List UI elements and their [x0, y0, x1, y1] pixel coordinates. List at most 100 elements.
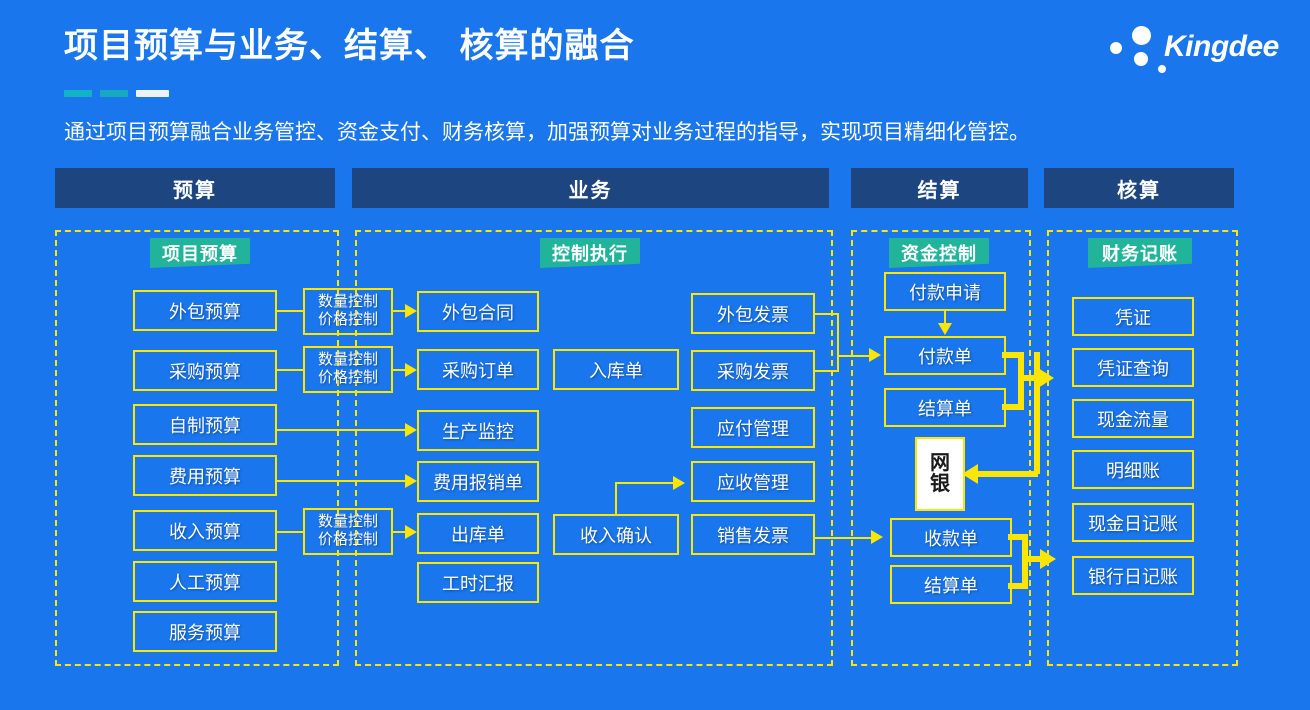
- connector-budget2-ctrl2: [277, 369, 303, 371]
- badge-control-execution: 控制执行: [540, 238, 640, 268]
- node-cash-flow[interactable]: 现金流量: [1072, 399, 1194, 438]
- online-banking-line1: 网: [930, 452, 950, 474]
- node-expense-reimbursement[interactable]: 费用报销单: [417, 461, 539, 502]
- badge-financial-bookkeeping: 财务记账: [1088, 238, 1192, 268]
- arrow-to-accounting-bottom-icon: [1040, 549, 1056, 569]
- bus-right-vertical-top: [1018, 352, 1024, 410]
- connector-bracket-to-payment: [837, 355, 871, 357]
- badge-project-budget: 项目预算: [150, 238, 250, 268]
- badge-fund-control: 资金控制: [889, 238, 989, 268]
- node-sales-invoice[interactable]: 销售发票: [691, 514, 815, 555]
- node-income-budget[interactable]: 收入预算: [133, 510, 277, 551]
- node-production-monitoring[interactable]: 生产监控: [417, 410, 539, 451]
- node-outbound-order[interactable]: 出库单: [417, 513, 539, 554]
- connector-budget1-ctrl1: [277, 310, 303, 312]
- node-detail-ledger[interactable]: 明细账: [1072, 450, 1194, 489]
- node-online-banking[interactable]: 网 银: [915, 437, 965, 511]
- bus-to-accounting-top: [1018, 375, 1040, 381]
- bus-bank-feed: [978, 471, 1038, 477]
- logo-dot-mid-icon: [1134, 52, 1148, 66]
- dash-3: [136, 90, 169, 97]
- bus-settlement-top-out: [1002, 404, 1024, 410]
- control-box-1[interactable]: 数量控制 价格控制: [303, 288, 393, 335]
- node-receipt-voucher[interactable]: 收款单: [890, 518, 1012, 557]
- node-payment-application[interactable]: 付款申请: [884, 272, 1006, 311]
- arrow-left-to-online-banking-icon: [962, 464, 978, 484]
- arrow-to-outbound-order-icon: [405, 525, 417, 539]
- node-self-made-budget[interactable]: 自制预算: [133, 404, 277, 445]
- node-payable-management[interactable]: 应付管理: [691, 407, 815, 448]
- arrow-to-purchase-order-icon: [405, 363, 417, 377]
- logo-wordmark: Kingdee: [1164, 30, 1279, 63]
- connector-budget4-expense: [277, 480, 409, 482]
- connector-budget3-production: [277, 429, 409, 431]
- zone-settlement: [851, 230, 1031, 666]
- node-purchase-order[interactable]: 采购订单: [417, 349, 539, 390]
- arrow-to-outsourcing-contract-icon: [405, 304, 417, 318]
- node-voucher-query[interactable]: 凭证查询: [1072, 348, 1194, 387]
- column-header-budget: 预算: [55, 168, 335, 208]
- node-expense-budget[interactable]: 费用预算: [133, 455, 277, 496]
- connector-revenue-up: [615, 482, 617, 514]
- bus-trunk-to-bank: [1034, 352, 1040, 474]
- arrow-down-to-payment-voucher-icon: [938, 323, 952, 335]
- control-box-1-line2: 价格控制: [317, 311, 378, 328]
- connector-ctrl3-outbound: [393, 531, 409, 533]
- arrow-to-accounting-top-icon: [1038, 368, 1054, 388]
- node-revenue-recognition[interactable]: 收入确认: [553, 514, 679, 555]
- zone-business: [355, 230, 833, 666]
- node-payment-voucher[interactable]: 付款单: [884, 336, 1006, 375]
- control-box-3-line2: 价格控制: [317, 531, 378, 548]
- node-outsourcing-budget[interactable]: 外包预算: [133, 290, 277, 331]
- arrow-to-expense-reimbursement-icon: [405, 474, 417, 488]
- arrow-to-receipt-voucher-icon: [871, 530, 883, 544]
- connector-application-to-payment: [944, 311, 946, 325]
- arrow-to-production-monitoring-icon: [405, 423, 417, 437]
- logo-dot-large-icon: [1132, 26, 1151, 45]
- node-settlement-order-top[interactable]: 结算单: [884, 388, 1006, 427]
- connector-sales-invoice-to-receipt: [815, 537, 873, 539]
- node-settlement-order-bottom[interactable]: 结算单: [890, 565, 1012, 604]
- zone-accounting: [1047, 230, 1238, 666]
- bus-receipt-out: [1008, 534, 1028, 540]
- logo-dot-medium-icon: [1110, 42, 1122, 54]
- node-purchase-budget[interactable]: 采购预算: [133, 350, 277, 391]
- node-purchase-invoice[interactable]: 采购发票: [691, 350, 815, 391]
- zone-budget: [55, 230, 339, 666]
- title-underline-dashes: [64, 90, 169, 97]
- column-header-accounting: 核算: [1044, 168, 1234, 208]
- column-header-settlement: 结算: [851, 168, 1028, 208]
- page-title: 项目预算与业务、结算、 核算的融合: [64, 27, 635, 65]
- node-work-hour-report[interactable]: 工时汇报: [417, 562, 539, 603]
- node-inbound-order[interactable]: 入库单: [553, 349, 679, 390]
- dash-2: [100, 90, 128, 97]
- control-box-1-line1: 数量控制: [317, 294, 378, 311]
- node-labor-budget[interactable]: 人工预算: [133, 561, 277, 602]
- control-box-3[interactable]: 数量控制 价格控制: [303, 508, 393, 555]
- control-box-2[interactable]: 数量控制 价格控制: [303, 346, 393, 393]
- connector-purchase-invoice-out: [815, 370, 839, 372]
- node-cash-journal[interactable]: 现金日记账: [1072, 503, 1194, 542]
- node-voucher[interactable]: 凭证: [1072, 297, 1194, 336]
- arrow-to-payment-voucher-icon: [869, 348, 881, 362]
- connector-budget5-ctrl3: [277, 531, 303, 533]
- connector-outsourcing-invoice-out: [815, 313, 839, 315]
- bus-payment-out: [1002, 352, 1024, 358]
- logo-dot-small-icon: [1158, 65, 1166, 73]
- node-receivable-management[interactable]: 应收管理: [691, 461, 815, 502]
- connector-ctrl1-contract: [393, 310, 409, 312]
- node-service-budget[interactable]: 服务预算: [133, 611, 277, 652]
- control-box-3-line1: 数量控制: [317, 514, 378, 531]
- connector-ctrl2-order: [393, 369, 409, 371]
- bus-to-accounting-bottom: [1022, 556, 1042, 562]
- control-box-2-line2: 价格控制: [317, 369, 378, 386]
- column-header-business: 业务: [352, 168, 829, 208]
- node-bank-journal[interactable]: 银行日记账: [1072, 556, 1194, 595]
- node-outsourcing-invoice[interactable]: 外包发票: [691, 293, 815, 334]
- arrow-to-receivable-management-icon: [673, 476, 685, 490]
- bus-settlement-bottom-out: [1008, 583, 1028, 589]
- connector-revenue-right: [615, 482, 677, 484]
- dash-1: [64, 90, 92, 97]
- node-outsourcing-contract[interactable]: 外包合同: [417, 291, 539, 332]
